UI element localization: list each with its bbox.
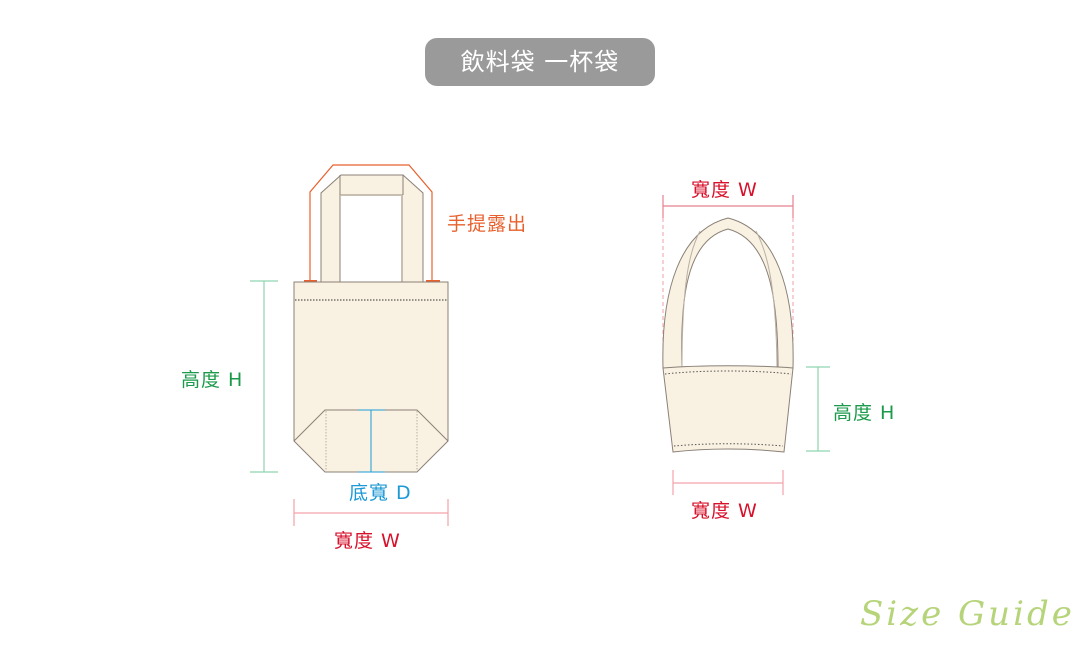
top-width-dimension-line — [662, 195, 794, 368]
tote-bag-illustration — [250, 164, 449, 526]
page-title: 飲料袋 一杯袋 — [425, 38, 655, 86]
size-guide-caption: Size Guide — [860, 594, 1075, 634]
tote-depth-label: 底寬 D — [349, 482, 412, 504]
width-dimension-line — [293, 499, 449, 526]
cup-bottom-width-label: 寬度 W — [691, 500, 758, 522]
cup-top-width-label: 寬度 W — [691, 179, 758, 201]
tote-height-label: 高度 H — [181, 369, 244, 391]
cup-bag-illustration — [662, 195, 830, 495]
handle-exposed-label: 手提露出 — [447, 213, 528, 235]
cup-height-dimension-line — [806, 366, 830, 452]
tote-width-label: 寬度 W — [334, 530, 401, 552]
height-dimension-line — [250, 280, 278, 473]
bottom-width-dimension-line — [672, 470, 784, 495]
handle-exposure-outline — [309, 164, 433, 280]
cup-height-label: 高度 H — [833, 402, 896, 424]
